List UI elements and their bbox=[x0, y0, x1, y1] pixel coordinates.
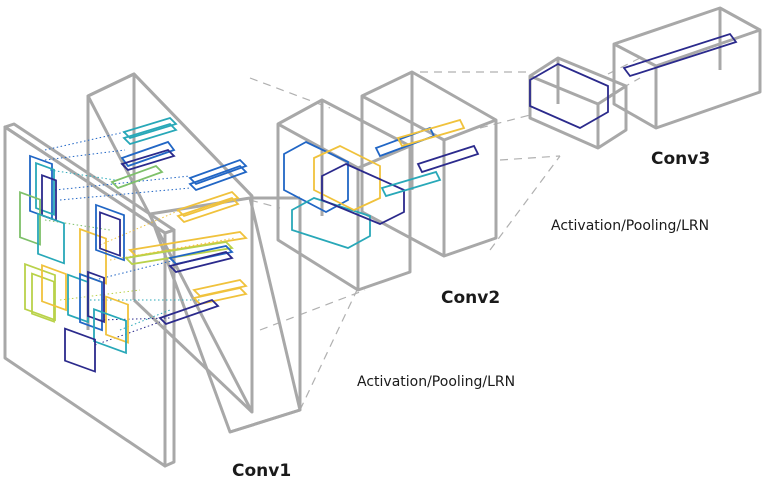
conv1-feature-bars bbox=[110, 116, 248, 326]
conv3a-edge bbox=[597, 84, 627, 106]
conv2-label: Conv2 bbox=[441, 288, 500, 308]
feature-bar bbox=[122, 122, 178, 146]
kernel-box bbox=[99, 211, 121, 257]
conv3b-edge bbox=[613, 42, 657, 68]
kernel-box bbox=[79, 272, 103, 332]
conv1-edge bbox=[229, 408, 301, 434]
conv2b-outline bbox=[360, 70, 498, 258]
conv3-kernels bbox=[529, 62, 609, 130]
kernel-box bbox=[24, 262, 56, 322]
feature-bar bbox=[124, 241, 234, 265]
input-slab-side bbox=[163, 228, 176, 468]
kernel-box bbox=[87, 270, 105, 324]
input-image-slab bbox=[3, 122, 176, 468]
connector-line bbox=[249, 199, 281, 209]
kernel-box bbox=[105, 295, 129, 344]
conv3-volume-a bbox=[528, 56, 628, 150]
activation-label-1: Activation/Pooling/LRN bbox=[357, 374, 515, 390]
feature-bar bbox=[192, 287, 248, 305]
kernel-box bbox=[283, 140, 349, 214]
kernel-box bbox=[291, 197, 371, 249]
conv3-volume-b bbox=[612, 6, 762, 130]
connector-line bbox=[479, 114, 531, 129]
projection-line bbox=[54, 175, 191, 191]
kernel-box bbox=[67, 273, 89, 324]
connector-line bbox=[259, 289, 366, 331]
conv1-label: Conv1 bbox=[232, 461, 291, 481]
connector-line bbox=[499, 155, 561, 161]
kernel-box bbox=[529, 62, 609, 130]
feature-bar bbox=[168, 245, 234, 265]
projection-line bbox=[44, 149, 126, 161]
feature-bar bbox=[622, 32, 738, 78]
conv3b-outline bbox=[612, 6, 762, 130]
conv3-label: Conv3 bbox=[651, 149, 710, 169]
projection-line bbox=[49, 169, 116, 181]
conv2-volume-b bbox=[360, 70, 498, 258]
conv1-edge bbox=[132, 298, 254, 414]
projection-line bbox=[94, 321, 161, 346]
activation-label-2: Activation/Pooling/LRN bbox=[551, 218, 709, 234]
conv2b-edge bbox=[361, 94, 445, 142]
feature-bar bbox=[192, 279, 248, 297]
projection-line bbox=[59, 187, 191, 201]
conv3b-edge bbox=[655, 28, 761, 68]
feature-bar bbox=[128, 231, 248, 257]
kernel-box bbox=[93, 307, 127, 355]
kernel-box bbox=[37, 212, 65, 265]
kernel-box bbox=[41, 264, 67, 312]
kernel-box bbox=[64, 327, 96, 373]
feature-bar bbox=[120, 148, 176, 172]
kernel-box bbox=[35, 161, 55, 216]
conv1-edge bbox=[87, 72, 136, 300]
feature-bar bbox=[158, 298, 220, 326]
feature-bar bbox=[110, 164, 164, 190]
kernel-box bbox=[396, 118, 466, 148]
conv1-volume bbox=[86, 72, 302, 434]
kernel-box bbox=[416, 144, 480, 174]
kernel-box bbox=[31, 272, 55, 323]
kernel-box bbox=[19, 191, 41, 246]
input-kernels bbox=[19, 154, 129, 373]
projection-line bbox=[99, 209, 181, 246]
kernel-box bbox=[321, 163, 405, 225]
kernel-box bbox=[313, 145, 381, 211]
projection-line bbox=[59, 289, 141, 301]
conv2a-edge bbox=[357, 144, 411, 170]
connector-line bbox=[489, 155, 561, 251]
kernel-box bbox=[95, 203, 125, 262]
projection-line bbox=[44, 131, 126, 151]
feature-bar bbox=[168, 251, 234, 273]
feature-bar bbox=[176, 196, 240, 224]
projection-line bbox=[44, 219, 111, 231]
projection-line bbox=[94, 259, 176, 281]
conv2b-edge bbox=[443, 118, 497, 142]
conv2-kernels bbox=[283, 118, 480, 249]
conv3a-edge bbox=[529, 74, 599, 106]
kernel-box bbox=[380, 170, 442, 198]
connector-line bbox=[299, 289, 358, 411]
feature-bar bbox=[188, 164, 248, 192]
conv1-edge bbox=[132, 72, 254, 198]
